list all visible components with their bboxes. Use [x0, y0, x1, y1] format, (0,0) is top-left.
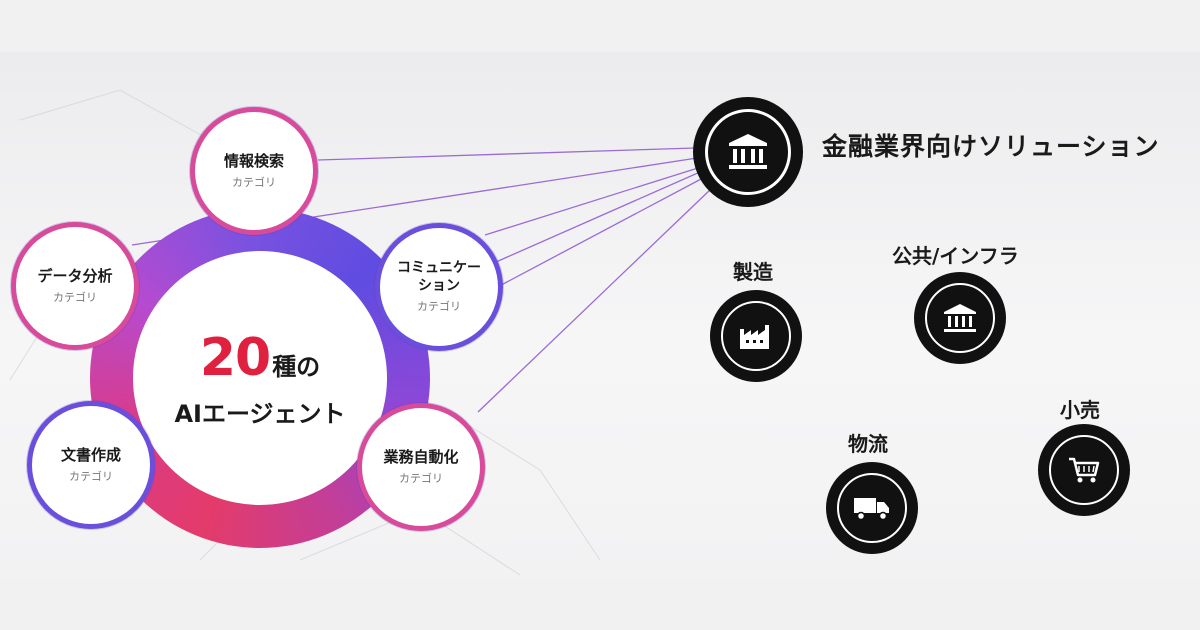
industry-label-public-infra: 公共/インフラ: [892, 244, 1019, 268]
category-label: カテゴリ: [417, 300, 461, 313]
connector-info-search: [317, 147, 696, 161]
category-title: データ分析: [37, 267, 113, 286]
category-title: 文書作成: [60, 446, 121, 465]
category-title: 業務自動化: [383, 448, 459, 467]
government-building-icon: [944, 304, 976, 332]
shopping-cart-icon: [1069, 457, 1100, 483]
connector-communication: [484, 167, 699, 236]
category-data-analysis[interactable]: データ分析 カテゴリ: [16, 227, 134, 345]
agents-subtitle: AIエージェント: [174, 399, 346, 428]
category-communication[interactable]: コミュニケー ション カテゴリ: [380, 228, 498, 346]
industry-label-manufacturing: 製造: [733, 260, 773, 284]
industry-logistics[interactable]: [826, 462, 918, 554]
industry-label-retail: 小売: [1060, 398, 1100, 422]
category-label: カテゴリ: [53, 290, 97, 304]
category-label: カテゴリ: [69, 469, 113, 483]
industry-label-logistics: 物流: [848, 432, 888, 456]
bank-icon: [729, 134, 767, 169]
category-document-creation[interactable]: 文書作成 カテゴリ: [32, 406, 150, 524]
connector-business-automation: [477, 187, 713, 413]
category-info-search[interactable]: 情報検索 カテゴリ: [195, 112, 313, 230]
category-title: 情報検索: [223, 152, 284, 171]
industry-manufacturing[interactable]: [710, 290, 802, 382]
agent-count-unit: 種の: [272, 352, 321, 381]
industry-retail[interactable]: [1038, 424, 1130, 516]
finance-hub[interactable]: [693, 97, 803, 207]
truck-icon: [854, 498, 889, 521]
industry-public-infra[interactable]: [914, 272, 1006, 364]
agents-core: 20 種の AIエージェント: [133, 251, 387, 505]
hub-title: 金融業界向けソリューション: [822, 132, 1160, 161]
category-label: カテゴリ: [399, 471, 443, 485]
category-title: コミュニケー ション: [397, 260, 481, 294]
category-label: カテゴリ: [232, 175, 276, 189]
agent-count: 20: [199, 327, 271, 388]
category-business-automation[interactable]: 業務自動化 カテゴリ: [362, 408, 480, 526]
factory-icon: [740, 325, 769, 349]
